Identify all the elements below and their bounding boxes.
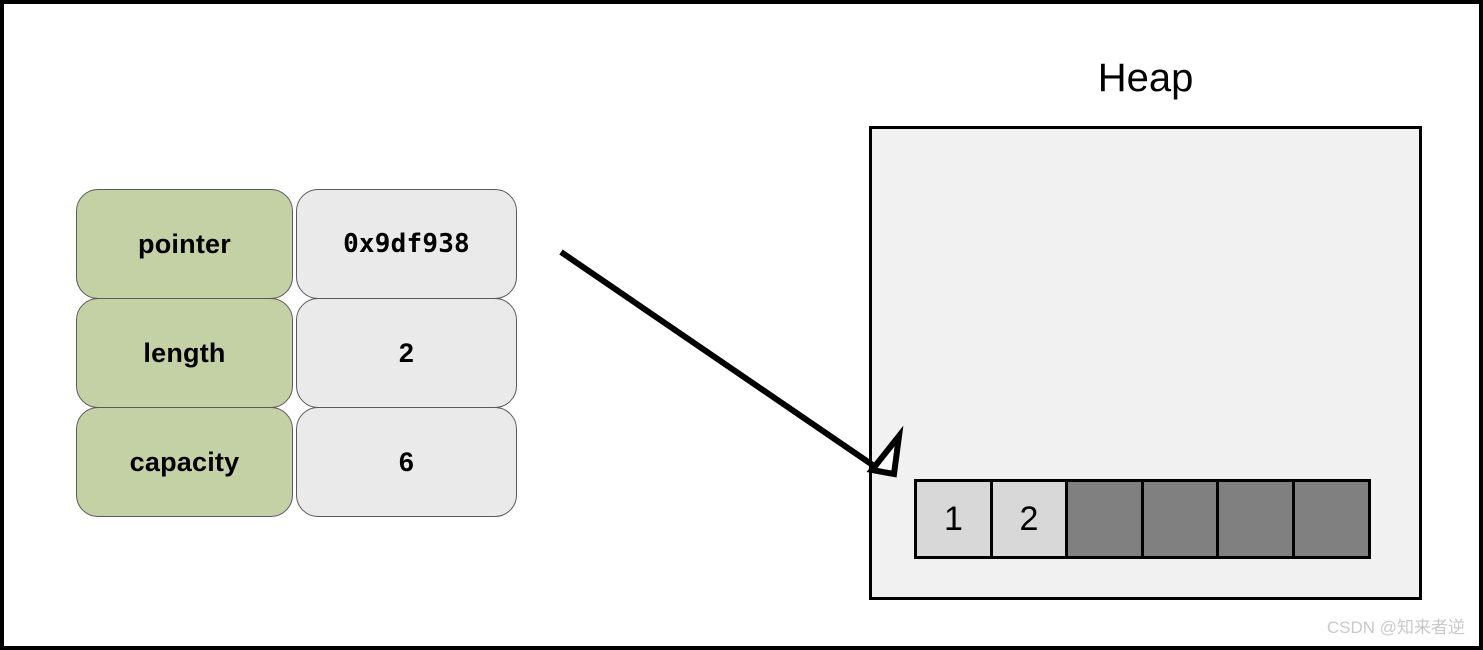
struct-field-label-capacity: capacity [76,407,293,517]
heap-cell-0: 1 [914,479,993,559]
heap-cell-4 [1216,479,1295,559]
struct-row-capacity: capacity 6 [76,407,517,517]
arrow-line [559,249,879,471]
heap-cell-3 [1140,479,1220,559]
struct-field-label-length: length [76,298,293,408]
struct-field-value-capacity: 6 [296,407,517,517]
heap-cell-1: 2 [989,479,1069,559]
heap-cell-5 [1291,479,1371,559]
struct-field-label-pointer: pointer [76,189,293,299]
struct-row-length: length 2 [76,298,517,408]
struct-row-pointer: pointer 0x9df938 [76,189,517,299]
vector-struct-table: pointer 0x9df938 length 2 capacity 6 [76,189,517,517]
heap-memory-cells: 1 2 [914,479,1371,559]
struct-field-value-pointer: 0x9df938 [296,189,517,299]
heap-title: Heap [1097,56,1194,100]
watermark-text: CSDN @知来者逆 [1326,618,1465,637]
struct-field-value-length: 2 [296,298,517,408]
heap-cell-2 [1065,479,1144,559]
